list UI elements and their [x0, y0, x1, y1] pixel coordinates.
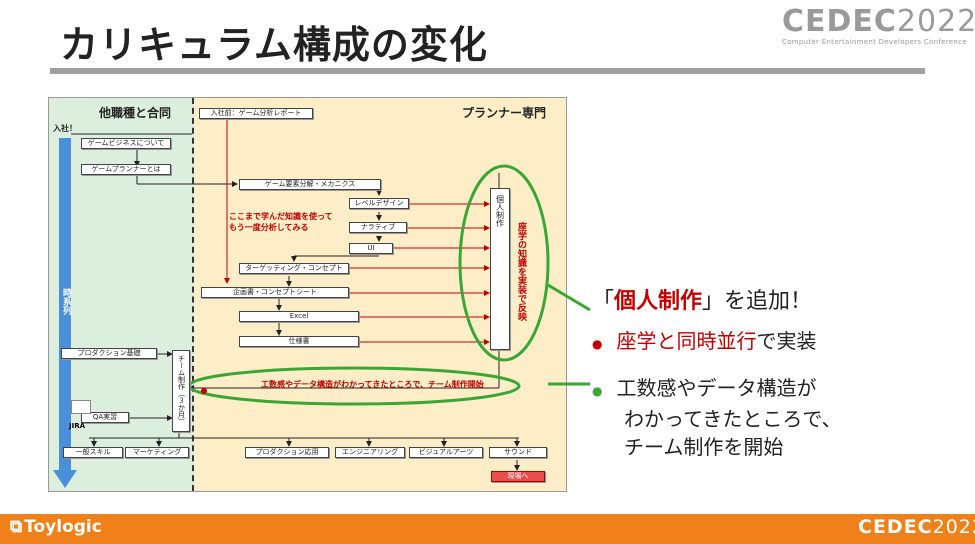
toylogic-logo: ⧉Toylogic [10, 517, 102, 537]
box-game-business: ゲームビジネスについて [81, 138, 171, 149]
callout-lines [548, 283, 591, 386]
box-kojin: 個人制作 [490, 188, 510, 350]
footer-cedec-year: 2022 [932, 516, 975, 538]
diagram-connectors [53, 116, 550, 488]
bullet-head-accent: 個人制作 [614, 289, 703, 314]
box-engineering: エンジニアリング [335, 447, 405, 458]
box-excel: Excel [239, 311, 359, 322]
slide-title: カリキュラム構成の変化 [60, 23, 488, 67]
red-note-1: ここまで学んだ知識を使って [229, 212, 333, 221]
zone-left-label: 他職種と合同 [99, 106, 172, 120]
bullet-head-open: 「 [592, 289, 615, 314]
cedec-logo-footer: CEDEC2022 [858, 516, 975, 538]
bullet-dot-icon: ● [592, 337, 603, 351]
box-game-elements: ゲーム要素分解・メカニクス [239, 179, 381, 190]
nyusha-label: 入社！ [53, 124, 77, 133]
bullet-item-1-red: 座学と同時並行 [616, 329, 757, 353]
footer-bar [0, 514, 975, 544]
bullet-dot-icon: ● [592, 384, 603, 398]
box-targeting: ターゲッティング・コンセプト [239, 263, 349, 274]
footer-cedec-brand: CEDEC [858, 516, 933, 538]
box-to-field: 現場へ [491, 471, 545, 482]
box-production-app: プロダクション応用 [245, 447, 329, 458]
bullet-head-rest: 」を追加！ [702, 289, 813, 314]
bullet-head: 「個人制作」を追加！ [592, 283, 842, 315]
box-production-basics: プロダクション基礎 [61, 348, 157, 359]
timeline-label: 時系列 [61, 288, 71, 315]
bullet-panel: 「個人制作」を追加！ ● 座学と同時並行で実装 ● 工数感やデータ構造が わかってき… [592, 283, 842, 461]
cedec-logo-top: CEDEC2022 Computer Entertainment Develop… [782, 4, 975, 47]
joint-zone [49, 98, 194, 491]
toylogic-text: Toylogic [24, 517, 102, 537]
box-qa: QA実習 [81, 412, 129, 423]
cedec-brand: CEDEC [782, 4, 897, 39]
cedec-year: 2022 [896, 4, 975, 39]
zagaku-note: 座学の知識を実装で反映 [516, 222, 526, 321]
toylogic-mark-icon: ⧉ [10, 517, 23, 537]
cedec-tagline: Computer Entertainment Developers Confer… [782, 38, 967, 46]
bullet-item-1: ● 座学と同時並行で実装 [592, 327, 842, 358]
bullet-item-2-line3: チーム制作を開始 [624, 435, 784, 459]
box-level-design: レベルデザイン [349, 198, 409, 209]
title-divider [50, 68, 925, 74]
bullet-item-2: ● 工数感やデータ構造が [592, 374, 842, 405]
timeline-bar [59, 138, 71, 473]
box-pre-entry: 入社前：ゲーム分析レポート [199, 108, 313, 119]
bullet-item-2-line1: 工数感やデータ構造が [616, 376, 817, 400]
zone-right-label: プランナー専門 [462, 106, 547, 120]
box-marketing: マーケティング [125, 447, 189, 458]
timeline-arrowhead [53, 470, 77, 488]
jira-card-icon [71, 400, 91, 414]
box-game-planner: ゲームプランナーとは [81, 164, 171, 175]
kojin-label: 個人制作 [495, 195, 505, 227]
bullet-item-2-line2: わかってきたところで、 [624, 407, 842, 431]
box-sound: サウンド [489, 447, 547, 458]
box-visual-arts: ビジュアルアーツ [409, 447, 483, 458]
box-spec: 仕様書 [239, 336, 359, 347]
box-ui: UI [349, 243, 393, 254]
box-proposal: 企画書・コンセプトシート [201, 287, 349, 298]
box-general-skills: 一般スキル [63, 447, 123, 458]
team-vertical-label: チーム制作（３か月） [177, 355, 186, 425]
red-note-2: もう一度分析してみる [229, 223, 309, 232]
bullet-item-1-rest: で実装 [756, 329, 817, 353]
kojin-ellipse [458, 164, 550, 362]
team-note: 工数感やデータ構造がわかってきたところで、チーム制作開始 [261, 380, 484, 389]
box-narrative: ナラティブ [349, 222, 407, 233]
box-team: チーム制作（３か月） [172, 350, 190, 432]
curriculum-diagram: 他職種と合同 プランナー専門 入社！ 時系列 入社前：ゲーム分析レポート ゲーム… [48, 97, 567, 492]
pointer-dot [201, 388, 207, 394]
jira-label: JIRA [69, 422, 86, 430]
